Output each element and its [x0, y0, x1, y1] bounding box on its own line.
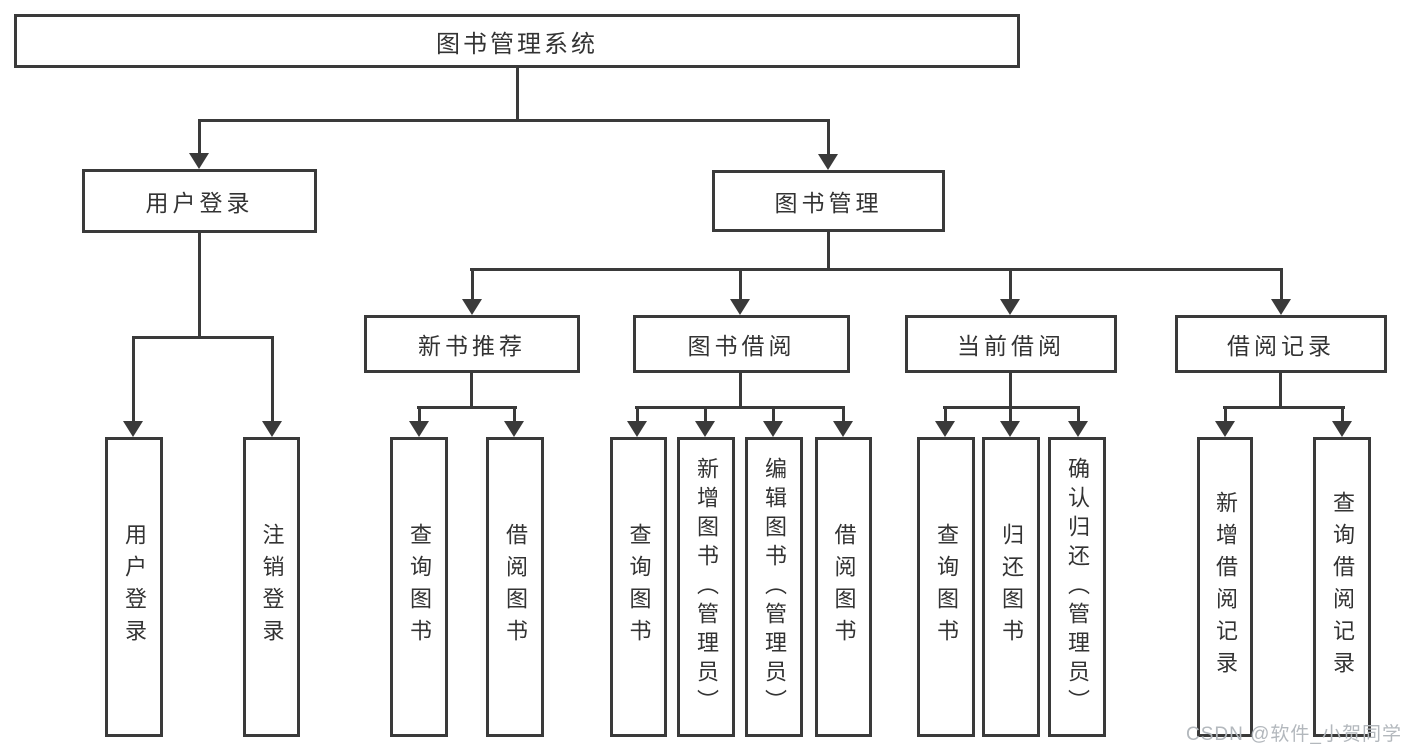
arrow-down-icon: [1271, 269, 1291, 315]
leaf-current-return-books: 归还图书: [982, 437, 1040, 737]
leaf-user-login-label: 用户登录: [122, 523, 147, 651]
node-book-management: 图书管理: [712, 170, 945, 232]
leaf-records-add-record: 新增借阅记录: [1197, 437, 1253, 737]
node-user-login-label: 用户登录: [145, 190, 254, 216]
arrow-down-icon: [818, 120, 838, 170]
node-current-borrow-label: 当前借阅: [957, 333, 1065, 359]
node-current-borrow: 当前借阅: [905, 315, 1117, 373]
leaf-records-query-record-label: 查询借阅记录: [1330, 491, 1355, 683]
connector-line: [516, 68, 519, 121]
leaf-user-login: 用户登录: [105, 437, 163, 737]
node-borrow-records-label: 借阅记录: [1227, 333, 1335, 359]
connector-line: [470, 268, 1283, 271]
connector-line: [470, 373, 473, 408]
node-new-book-recommend: 新书推荐: [364, 315, 580, 373]
arrow-down-icon: [1215, 407, 1235, 437]
arrow-down-icon: [1000, 269, 1020, 315]
leaf-borrow-add-books-admin-label: 新增图书（管理员）: [694, 456, 719, 718]
connector-line: [1279, 373, 1282, 408]
connector-line: [132, 336, 274, 339]
leaf-borrow-borrow-books: 借阅图书: [815, 437, 872, 737]
leaf-current-query-books: 查询图书: [917, 437, 975, 737]
arrow-down-icon: [1332, 407, 1352, 437]
connector-line: [635, 406, 845, 409]
node-root: 图书管理系统: [14, 14, 1020, 68]
leaf-rec-borrow-books-label: 借阅图书: [503, 523, 528, 651]
leaf-current-confirm-return-admin: 确认归还（管理员）: [1048, 437, 1106, 737]
watermark: CSDN @软件_小贺同学: [1186, 724, 1402, 745]
arrow-down-icon: [763, 407, 783, 437]
node-root-label: 图书管理系统: [436, 30, 598, 58]
arrow-down-icon: [123, 337, 143, 437]
connector-line: [1009, 373, 1012, 408]
leaf-borrow-query-books-label: 查询图书: [626, 523, 652, 651]
leaf-current-confirm-return-admin-label: 确认归还（管理员）: [1065, 456, 1090, 718]
arrow-down-icon: [695, 407, 715, 437]
arrow-down-icon: [833, 407, 853, 437]
arrow-down-icon: [627, 407, 647, 437]
leaf-records-query-record: 查询借阅记录: [1313, 437, 1371, 737]
node-borrow-records: 借阅记录: [1175, 315, 1387, 373]
leaf-borrow-edit-books-admin: 编辑图书（管理员）: [745, 437, 803, 737]
leaf-borrow-borrow-books-label: 借阅图书: [831, 523, 857, 651]
arrow-down-icon: [1068, 407, 1088, 437]
connector-line: [198, 233, 201, 339]
leaf-logout: 注销登录: [243, 437, 300, 737]
leaf-current-return-books-label: 归还图书: [999, 523, 1024, 651]
leaf-borrow-add-books-admin: 新增图书（管理员）: [677, 437, 735, 737]
arrow-down-icon: [730, 269, 750, 315]
arrow-down-icon: [462, 269, 482, 315]
connector-line: [739, 373, 742, 408]
arrow-down-icon: [504, 407, 524, 437]
leaf-current-query-books-label: 查询图书: [934, 523, 959, 651]
node-book-borrow-label: 图书借阅: [687, 333, 796, 359]
connector-line: [943, 406, 1080, 409]
arrow-down-icon: [189, 120, 209, 169]
arrow-down-icon: [409, 407, 429, 437]
arrow-down-icon: [262, 337, 282, 437]
node-book-management-label: 图书管理: [774, 190, 883, 216]
connector-line: [417, 406, 517, 409]
leaf-borrow-edit-books-admin-label: 编辑图书（管理员）: [762, 456, 787, 718]
node-user-login: 用户登录: [82, 169, 317, 233]
node-book-borrow: 图书借阅: [633, 315, 850, 373]
leaf-records-add-record-label: 新增借阅记录: [1213, 491, 1238, 683]
leaf-borrow-query-books: 查询图书: [610, 437, 667, 737]
leaf-rec-query-books: 查询图书: [390, 437, 448, 737]
connector-line: [827, 232, 830, 270]
connector-line: [198, 119, 830, 122]
connector-line: [1223, 406, 1345, 409]
leaf-rec-query-books-label: 查询图书: [407, 523, 432, 651]
node-new-book-recommend-label: 新书推荐: [418, 333, 526, 359]
arrow-down-icon: [935, 407, 955, 437]
leaf-rec-borrow-books: 借阅图书: [486, 437, 544, 737]
arrow-down-icon: [1000, 407, 1020, 437]
leaf-logout-label: 注销登录: [259, 523, 285, 651]
